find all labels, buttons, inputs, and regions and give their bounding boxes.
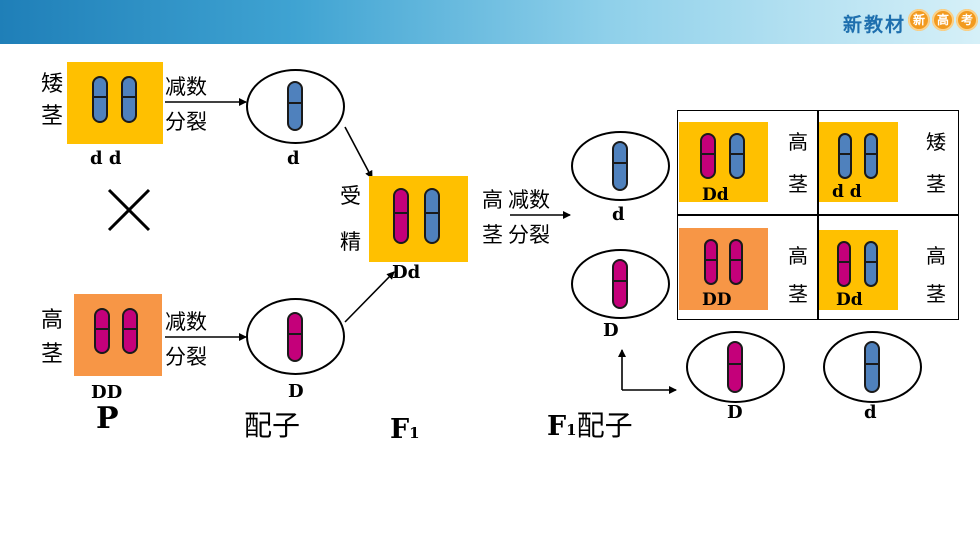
punnett-cell-3-trait-1: 高 [788,244,808,268]
chromosome-D [287,312,303,362]
bottom-gamete-d-label: d [864,402,877,423]
gamete-D-label: D [288,381,304,402]
punnett-cell-4 [817,214,959,320]
chromosome-D [700,133,716,179]
badge-gao: 高 [932,9,954,31]
tall-division-1: 减数 [165,310,207,334]
bottom-gamete-d-oval [823,331,922,403]
punnett-cell-4-genotype: Dd [836,290,863,310]
punnett-cell-2-genotype: d d [832,182,862,202]
f1-square [369,176,468,262]
chromosome-d [729,133,745,179]
chromosome-d [121,76,137,123]
stage-label-f1-sub: 1 [409,424,420,442]
punnett-cell-1-trait-2: 茎 [788,172,808,196]
punnett-cell-3-trait-2: 茎 [788,282,808,306]
bottom-gamete-D-oval [686,331,785,403]
fertilization-label-2: 精 [340,230,361,254]
chromosome-D [727,341,743,393]
header-banner [0,0,980,44]
parent-tall-square [74,294,162,376]
gamete-d-oval [246,69,345,144]
tall-label-2: 茎 [41,342,64,367]
stage-label-f1: F1 [390,416,420,443]
stage-label-f1g-rest: 配子 [576,409,633,442]
f1-division-2: 分裂 [508,223,550,247]
f1-gamete-D-oval [571,249,670,319]
chromosome-d [424,188,440,244]
punnett-cell-4-trait-2: 茎 [926,282,946,306]
stage-label-f1g-sub: 1 [566,421,577,439]
punnett-cell-3 [677,214,819,320]
chromosome-D [729,239,743,285]
gamete-D-oval [246,298,345,375]
punnett-cell-4-square [819,230,898,310]
chromosome-D [122,308,138,354]
tall-genotype: DD [91,382,123,403]
badge-kao: 考 [956,9,978,31]
stage-label-f1-main: F [390,414,410,445]
f1-gamete-D-label: D [603,320,619,341]
badge-xin: 新 [908,9,930,31]
f1-division-1: 减数 [508,188,550,212]
stage-label-f1-gamete: F1配子 [547,409,633,442]
tall-division-2: 分裂 [165,345,207,369]
dwarf-division-2: 分裂 [165,110,207,134]
punnett-cell-3-genotype: DD [702,290,732,310]
brand-title: 新教材 [842,14,906,36]
stage-label-p: P [96,401,119,436]
gamete-d-label: d [287,148,300,169]
arrow-to-f1-top [344,126,373,179]
f1-genotype: Dd [392,262,421,283]
fertilization-label-1: 受 [340,184,361,208]
dwarf-genotype: d d [90,148,122,169]
stage-label-f1g-main: F [547,411,567,442]
chromosome-d [287,81,303,131]
chromosome-d [864,241,878,287]
chromosome-D [612,259,628,309]
punnett-cell-1-square [679,122,768,202]
dwarf-division-1: 减数 [165,75,207,99]
stage-label-gamete: 配子 [244,409,301,442]
f1-gamete-d-label: d [612,204,625,225]
punnett-cell-1-trait-1: 高 [788,130,808,154]
chromosome-D [704,239,718,285]
punnett-cell-1-genotype: Dd [702,185,729,205]
cross-line-2 [107,188,151,232]
punnett-cell-2 [817,110,959,216]
punnett-cell-2-trait-1: 矮 [926,130,946,154]
chromosome-D [94,308,110,354]
bottom-gamete-D-label: D [727,402,743,423]
f1-gamete-d-oval [571,131,670,201]
punnett-cell-1 [677,110,819,216]
arrow-to-f1-bottom [344,271,395,323]
punnett-cell-2-square [819,122,898,202]
chromosome-D [837,241,851,287]
f1-trait-2: 茎 [482,223,503,247]
punnett-cell-3-square [679,228,768,310]
tall-label-1: 高 [41,308,64,333]
chromosome-d [612,141,628,191]
chromosome-d [864,133,878,179]
punnett-cell-4-trait-1: 高 [926,244,946,268]
dwarf-label-1: 矮 [41,72,64,97]
chromosome-D [393,188,409,244]
parent-dwarf-square [67,62,163,144]
chromosome-d [92,76,108,123]
chromosome-d [864,341,880,393]
f1-trait-1: 高 [482,188,503,212]
chromosome-d [838,133,852,179]
dwarf-label-2: 茎 [41,104,64,129]
punnett-cell-2-trait-2: 茎 [926,172,946,196]
